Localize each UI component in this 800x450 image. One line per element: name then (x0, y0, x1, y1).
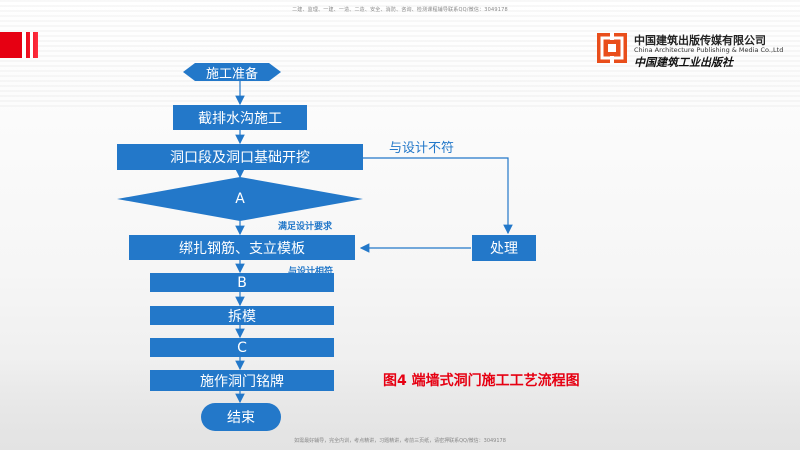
flow-step-rebar-formwork: 绑扎钢筋、支立模板 (129, 235, 355, 260)
flow-step-end: 结束 (227, 410, 255, 426)
flow-step-c: C (150, 338, 334, 357)
publisher-logo-icon (597, 32, 627, 64)
publisher-logo: 中国建筑出版传媒有限公司 China Architecture Publishi… (596, 28, 796, 69)
publisher-name-cn-alt: 中国建筑工业出版社 (634, 56, 733, 69)
red-corner-mark (0, 32, 38, 58)
publisher-name-en: China Architecture Publishing & Media Co… (634, 46, 784, 54)
background-floor (0, 360, 800, 450)
publisher-name-cn: 中国建筑出版传媒有限公司 (634, 34, 766, 47)
end-shape (201, 403, 281, 431)
flow-step-start: 施工准备 (205, 66, 258, 82)
label-match-design: 与设计相符 (288, 267, 334, 277)
footer-note: 如需最好辅导，完全内训，考点精讲，习题精讲，考前三页纸，请密押联系QQ/微信：3… (294, 438, 506, 444)
label-meets-design: 满足设计要求 (278, 222, 333, 232)
flow-decision-a: A (235, 191, 245, 207)
flow-step-demold: 拆模 (150, 306, 334, 325)
label-mismatch-design: 与设计不符 (389, 141, 455, 156)
flow-step-drainage: 截排水沟施工 (173, 105, 307, 130)
decision-shape (117, 177, 363, 221)
flow-step-nameplate: 施作洞门铭牌 (150, 370, 334, 391)
figure-caption: 图4 端墙式洞门施工工艺流程图 (383, 373, 580, 389)
flow-step-b: B (150, 273, 334, 292)
background-stripes (0, 0, 800, 110)
start-shape (183, 63, 281, 81)
flow-step-excavation: 洞口段及洞口基础开挖 (117, 144, 363, 170)
flow-step-handle: 处理 (472, 235, 536, 261)
header-note: 二建、监理、一建、一造、二造、安全、消防、咨询、检测课程辅导联系QQ/微信：30… (292, 7, 508, 13)
